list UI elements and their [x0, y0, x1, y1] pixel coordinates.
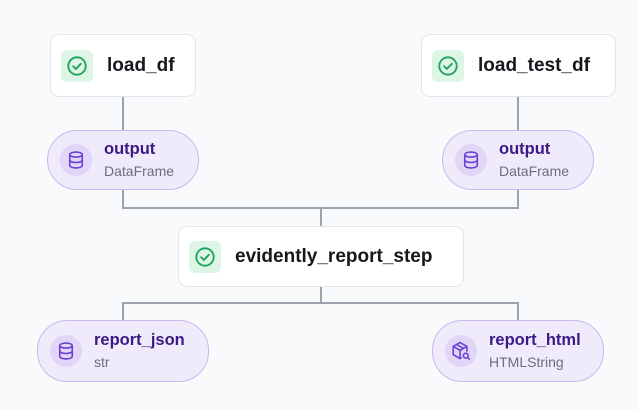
step-label: load_test_df	[478, 54, 590, 76]
edge-outputs-merge	[122, 190, 519, 209]
database-icon	[60, 144, 92, 176]
step-label: evidently_report_step	[235, 245, 433, 267]
artifact-name: report_json	[94, 331, 185, 349]
artifact-node-report-json[interactable]: report_json str	[37, 320, 209, 382]
step-label: load_df	[107, 54, 175, 76]
step-node-load-test-df[interactable]: load_test_df	[421, 34, 616, 97]
step-node-evidently-report-step[interactable]: evidently_report_step	[178, 226, 464, 287]
database-icon	[50, 335, 82, 367]
html-package-icon	[445, 335, 477, 367]
step-node-load-df[interactable]: load_df	[50, 34, 196, 97]
artifact-name: report_html	[489, 331, 581, 349]
edge-split-to-report-html	[321, 302, 519, 320]
artifact-node-load-df-output[interactable]: output DataFrame	[47, 130, 199, 190]
edge-evidently-split	[122, 287, 322, 320]
artifact-type: str	[94, 354, 110, 370]
artifact-node-load-test-df-output[interactable]: output DataFrame	[442, 130, 594, 190]
check-circle-icon	[61, 49, 93, 82]
artifact-name: output	[104, 140, 156, 158]
artifact-type: DataFrame	[499, 163, 570, 179]
artifact-type: HTMLString	[489, 354, 564, 370]
artifact-node-report-html[interactable]: report_html HTMLString	[432, 320, 604, 382]
artifact-name: output	[499, 140, 551, 158]
artifact-type: DataFrame	[104, 163, 175, 179]
database-icon	[455, 144, 487, 176]
check-circle-icon	[189, 240, 221, 273]
check-circle-icon	[432, 49, 464, 82]
